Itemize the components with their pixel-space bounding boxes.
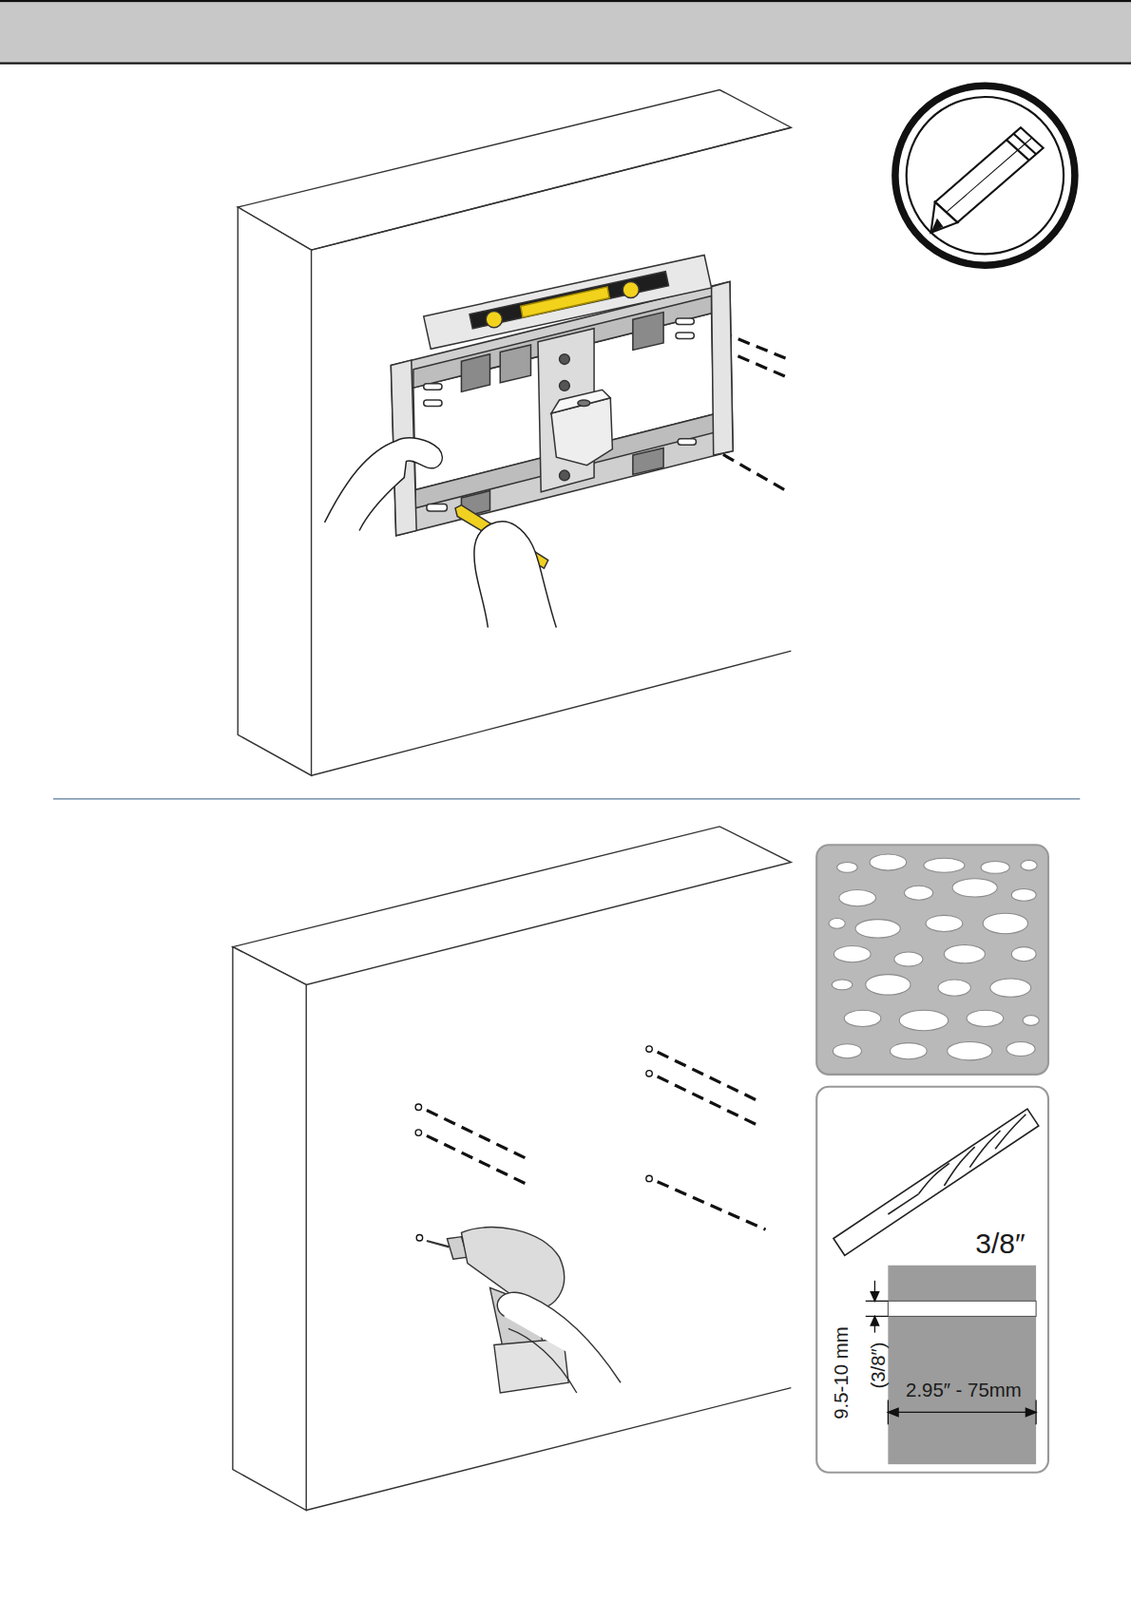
wall-top — [237, 90, 791, 777]
drill-bit-size: 3/8″ — [975, 1228, 1026, 1261]
pencil-icon — [895, 85, 1075, 266]
masonry-wall-icon — [816, 844, 1049, 1075]
wall-bottom — [232, 826, 791, 1512]
drill-holes — [415, 1046, 766, 1242]
hole-depth: 2.95″ - 75mm — [905, 1380, 1022, 1401]
divider — [53, 798, 1080, 800]
power-drill — [426, 1227, 621, 1394]
hands — [325, 438, 557, 629]
hole-diameter-metric: 9.5-10 mm — [830, 1326, 852, 1419]
spirit-level — [423, 254, 712, 349]
center-plate — [537, 328, 613, 493]
hole-diameter: (3/8″) — [866, 1341, 888, 1389]
drill-bit-panel — [816, 1087, 1049, 1474]
header-bar — [0, 0, 1131, 64]
